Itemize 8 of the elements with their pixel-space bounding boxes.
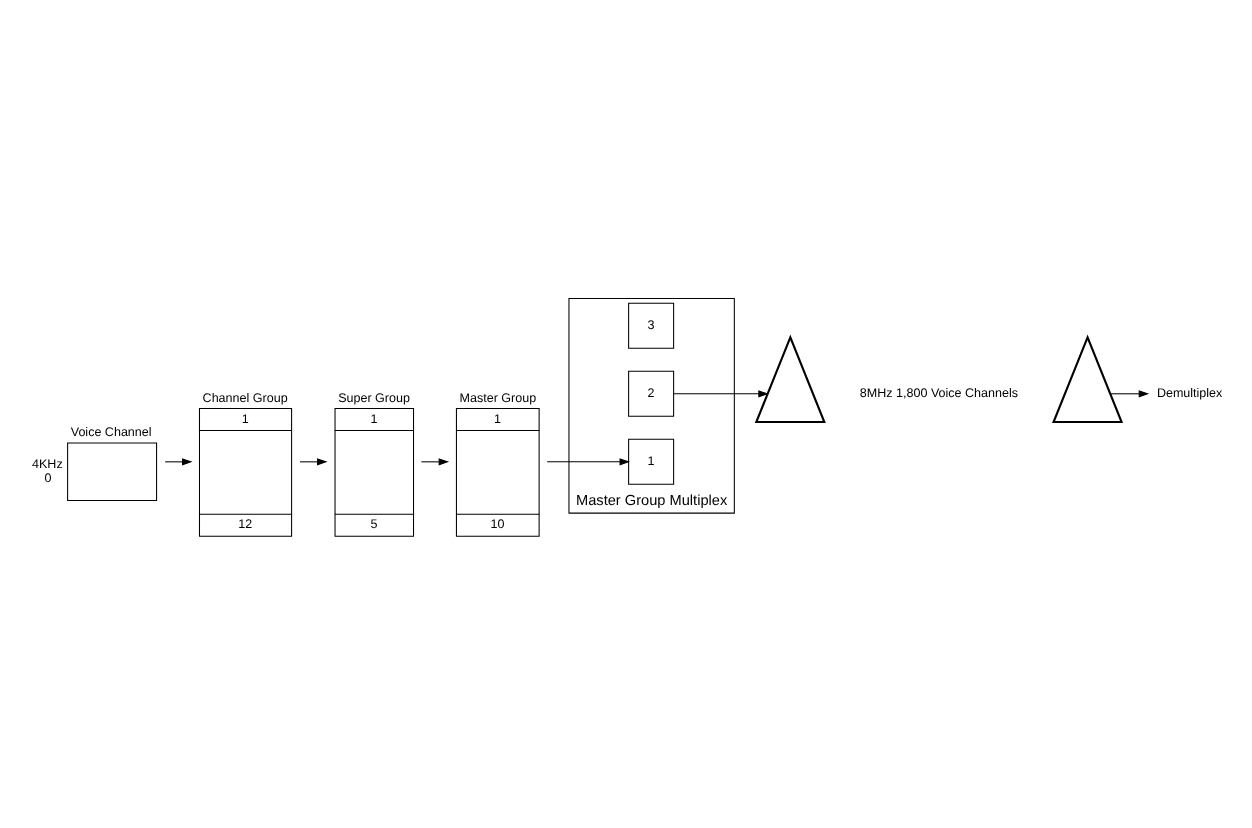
arrow — [164, 457, 193, 465]
arrow — [546, 457, 630, 465]
arrow — [420, 457, 450, 465]
node-tower — [1052, 333, 1124, 423]
arrow — [1109, 389, 1150, 397]
arrow — [673, 389, 769, 397]
node-box — [67, 441, 158, 501]
arrow — [299, 457, 328, 465]
